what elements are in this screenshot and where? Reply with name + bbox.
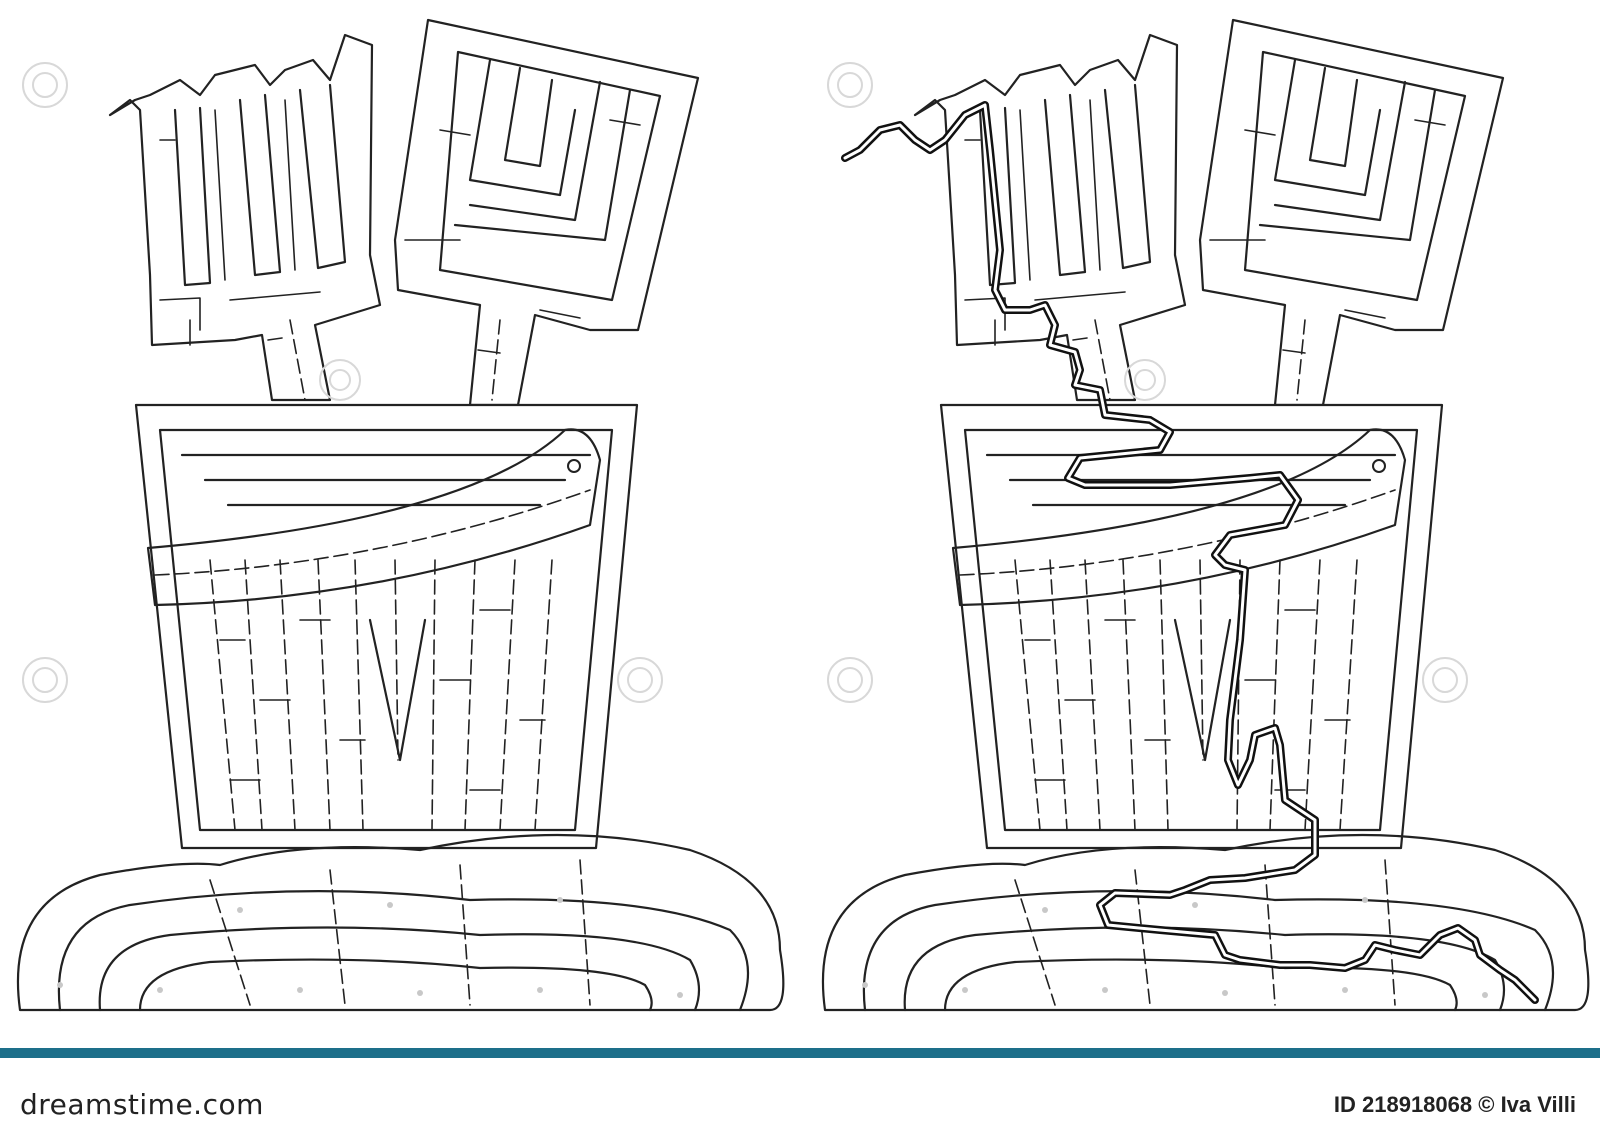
- footer-accent-bar: [0, 1048, 1600, 1058]
- maze-stage: [16, 18, 1590, 1012]
- footer-credit: © Iva Villi: [1478, 1092, 1576, 1117]
- footer-image-id: ID 218918068: [1333, 1092, 1473, 1117]
- footer-brand[interactable]: dreamstime.com: [20, 1088, 264, 1121]
- maze-artwork: [16, 18, 1590, 1012]
- footer-meta: ID 218918068 © Iva Villi: [1334, 1092, 1576, 1118]
- maze-solution: [821, 18, 1590, 1012]
- maze-puzzle: [16, 18, 785, 1012]
- stock-footer: dreamstime.com ID 218918068 © Iva Villi: [0, 1048, 1600, 1139]
